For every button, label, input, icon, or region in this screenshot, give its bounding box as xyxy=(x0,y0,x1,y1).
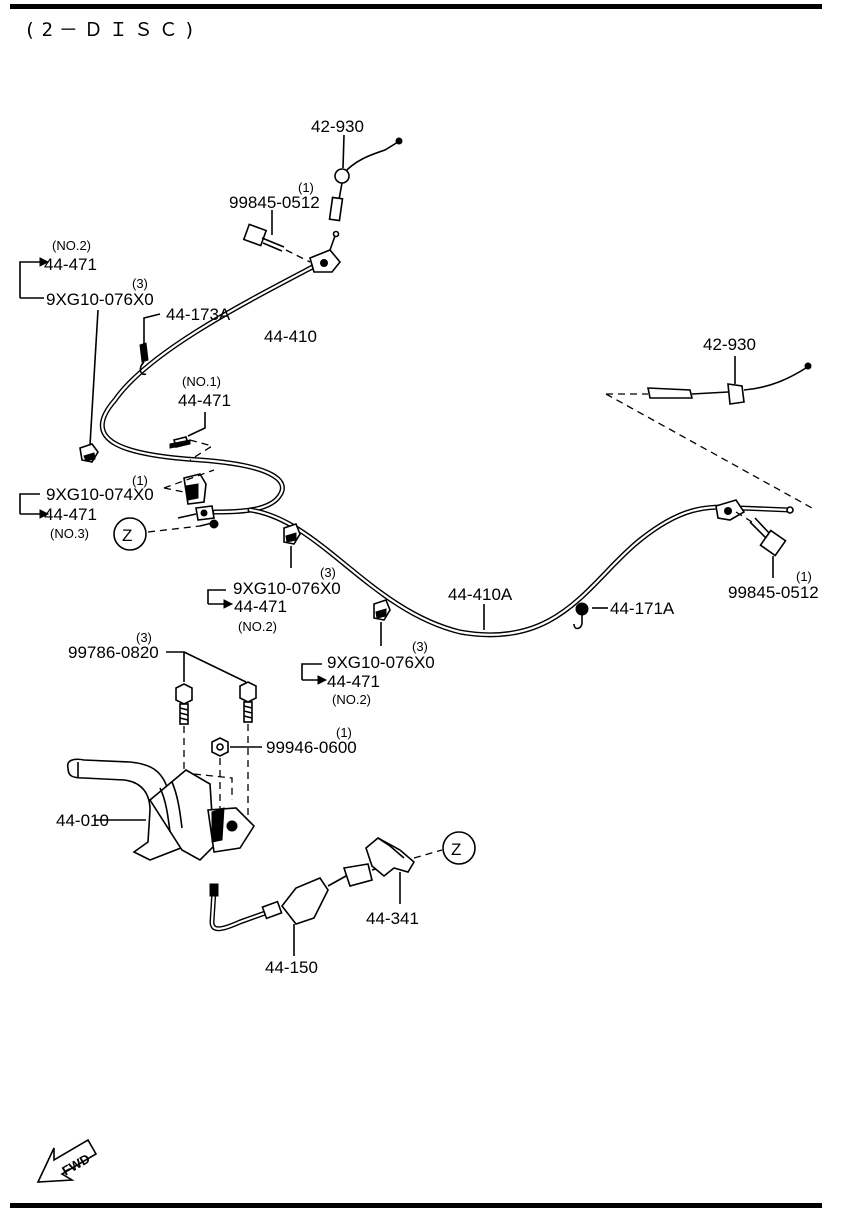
reference-z-right: Z xyxy=(442,831,476,865)
bolt-right xyxy=(735,511,787,557)
callout-9xg10-076x0-a: 9XG10-076X0 xyxy=(46,290,154,309)
callout-99946-0600: 99946-0600 xyxy=(266,738,357,757)
callout-44-471-c: 44-471 xyxy=(44,505,97,524)
reference-z-left: Z xyxy=(113,517,147,551)
callout-44-471-a: 44-471 xyxy=(44,255,97,274)
callout-qty3-a: (3) xyxy=(132,276,148,291)
callout-44-410: 44-410 xyxy=(264,327,317,346)
bolt-99786-left xyxy=(175,683,193,725)
callout-no2-a: (NO.2) xyxy=(52,238,91,253)
callout-44-410a: 44-410A xyxy=(448,585,513,604)
clip-9xg10-074x0 xyxy=(163,469,215,505)
callout-44-341: 44-341 xyxy=(366,909,419,928)
grommet-left xyxy=(79,443,99,463)
callout-qty1-nut: (1) xyxy=(336,725,352,740)
callout-no1: (NO.1) xyxy=(182,374,221,389)
callout-44-150: 44-150 xyxy=(265,958,318,977)
callout-9xg10-074x0: 9XG10-074X0 xyxy=(46,485,154,504)
top-border-rule xyxy=(10,4,822,9)
diagram-title: (2－ＤＩＳＣ) xyxy=(24,19,201,41)
svg-text:Z: Z xyxy=(451,840,461,859)
fwd-arrow-icon: FWD xyxy=(36,1138,98,1183)
callout-99845-top: 99845-0512 xyxy=(229,193,320,212)
callout-44-171a: 44-171A xyxy=(610,599,675,618)
callout-qty3-bolt: (3) xyxy=(136,630,152,645)
callout-qty3-e: (3) xyxy=(412,639,428,654)
callout-99786-0820: 99786-0820 xyxy=(68,643,159,662)
callout-99845-right: 99845-0512 xyxy=(728,583,819,602)
nut-99946-0600 xyxy=(211,737,229,757)
parking-brake-lever-44-010 xyxy=(66,758,256,861)
callout-qty1-b: (1) xyxy=(132,473,148,488)
rear-cable-44-150 xyxy=(209,863,387,932)
brake-cable-end-right xyxy=(647,362,812,405)
bottom-border-rule xyxy=(10,1203,822,1208)
grommet-middle xyxy=(283,523,301,545)
cable-bracket-right xyxy=(715,499,794,521)
clip-44-471-no1 xyxy=(169,436,214,461)
callout-qty3-d: (3) xyxy=(320,565,336,580)
callout-qty-bolt-right: (1) xyxy=(796,569,812,584)
bracket-44-341 xyxy=(365,837,416,878)
grommet-lower xyxy=(373,599,391,621)
front-cable-44-410 xyxy=(99,259,325,515)
brake-cable-end-top xyxy=(328,137,403,222)
callout-44-010: 44-010 xyxy=(56,811,109,830)
cable-end-left xyxy=(147,505,219,533)
callout-44-471-d: 44-471 xyxy=(234,597,287,616)
bolt-99786-right xyxy=(239,681,257,723)
callout-no2-d: (NO.2) xyxy=(238,619,277,634)
callout-42-930-right: 42-930 xyxy=(703,335,756,354)
callout-9xg10-076x0-e: 9XG10-076X0 xyxy=(327,653,435,672)
callout-qty-bolt-top: (1) xyxy=(298,180,314,195)
callout-44-173a: 44-173A xyxy=(166,305,231,324)
callout-44-471-e: 44-471 xyxy=(327,672,380,691)
callout-no3: (NO.3) xyxy=(50,526,89,541)
callout-42-930-top: 42-930 xyxy=(311,117,364,136)
callout-9xg10-076x0-d: 9XG10-076X0 xyxy=(233,579,341,598)
cable-bracket-top xyxy=(309,230,342,273)
callout-no2-e: (NO.2) xyxy=(332,692,371,707)
clip-44-171a xyxy=(573,602,589,630)
bolt-top xyxy=(242,223,311,263)
callout-44-471-b: 44-471 xyxy=(178,391,231,410)
svg-text:Z: Z xyxy=(122,526,132,545)
rear-cable-44-410a xyxy=(247,504,793,638)
